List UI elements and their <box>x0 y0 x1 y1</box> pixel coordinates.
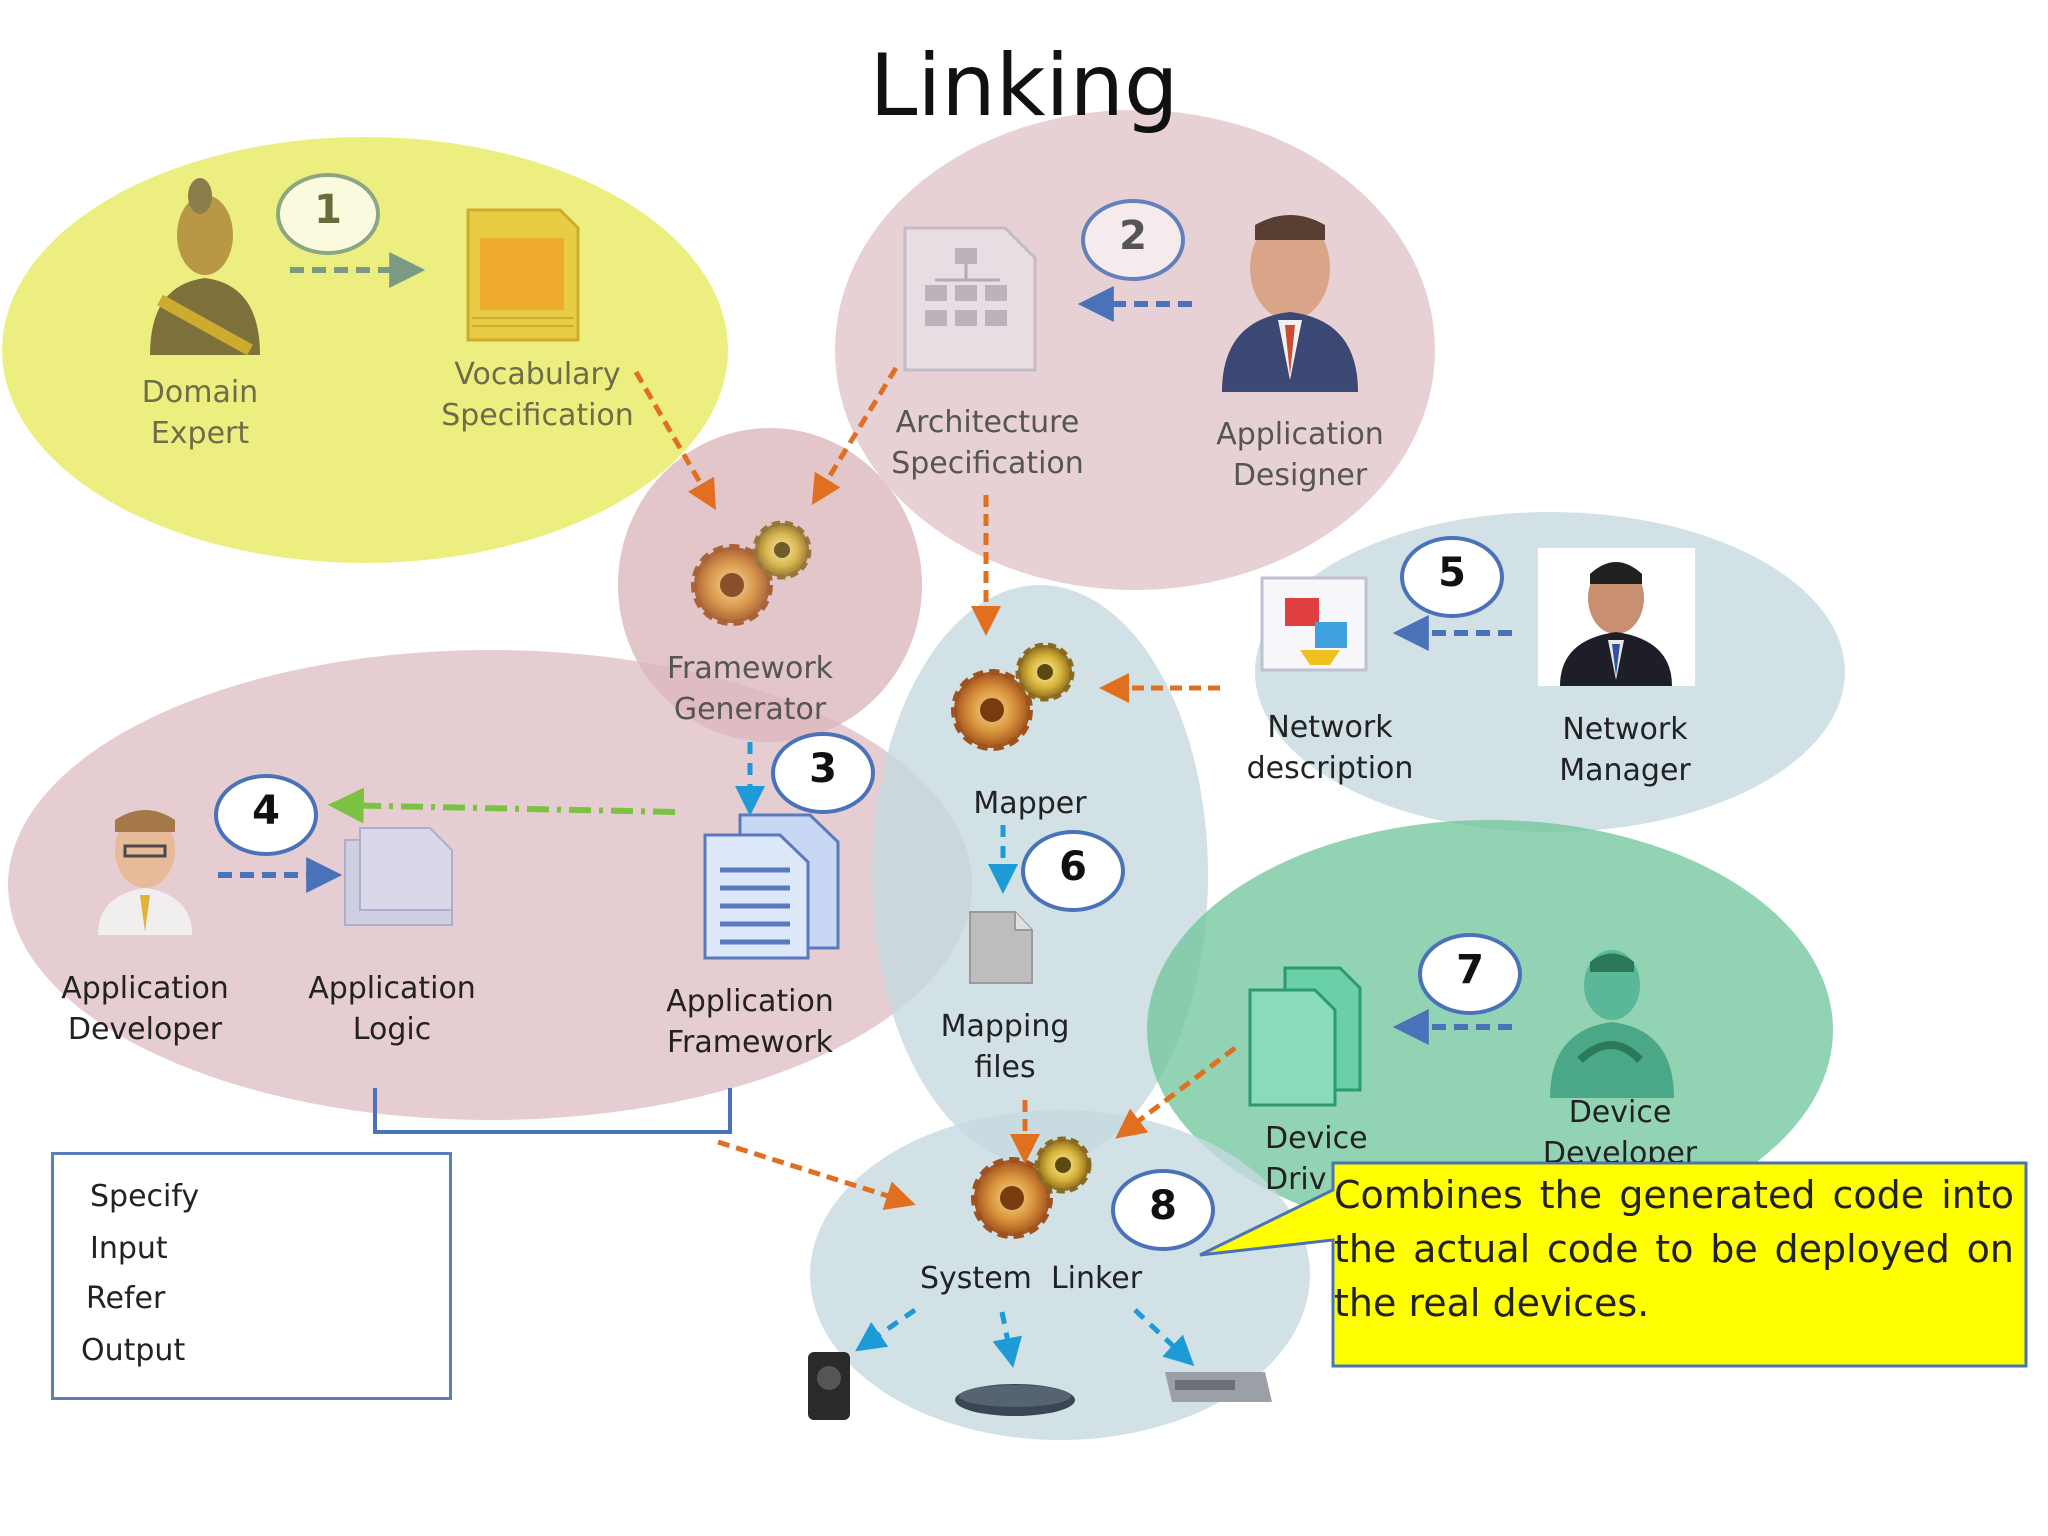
mapper-label: Mapper <box>973 786 1087 821</box>
step-circles <box>214 173 1522 1251</box>
step-2-number: 2 <box>1119 213 1147 259</box>
device-drivers-document-icon <box>1248 966 1362 1107</box>
phone-device-icon <box>955 1384 1075 1416</box>
legend-input-label: Input <box>90 1231 168 1266</box>
speaker-device-icon <box>808 1352 850 1420</box>
step-6-number: 6 <box>1059 844 1087 890</box>
legend-specify-label: Specify <box>90 1179 200 1214</box>
step-8-number: 8 <box>1149 1183 1177 1229</box>
step-3-number: 3 <box>809 746 837 792</box>
refer-arrow <box>327 787 676 824</box>
system-linker-label: System Linker <box>920 1261 1143 1296</box>
logic-framework-bracket <box>373 1088 732 1134</box>
application-logic-document-icon <box>344 827 453 926</box>
step-1-number: 1 <box>314 187 342 233</box>
device-developer-icon <box>1550 950 1674 1098</box>
step-5-number: 5 <box>1438 550 1466 596</box>
step-7-number: 7 <box>1456 947 1484 993</box>
domain-expert-icon <box>150 178 260 356</box>
legend: Specify Input Refer Output <box>51 1152 452 1400</box>
vocabulary-document-icon <box>466 208 580 342</box>
server-device-icon <box>1165 1372 1272 1402</box>
specify-arrows <box>218 286 1512 1045</box>
step-4-number: 4 <box>252 788 280 834</box>
legend-output-label: Output <box>81 1333 186 1368</box>
network-description-icon <box>1260 576 1368 672</box>
mapper-gear-icon <box>951 642 1075 751</box>
legend-refer-label: Refer <box>86 1281 166 1316</box>
callout-box <box>1199 1161 2028 1368</box>
output-arrows <box>735 742 1195 1368</box>
callout-text: Combines the generated code into the act… <box>1334 1173 2014 1325</box>
application-developer-region <box>8 650 972 1120</box>
application-designer-icon <box>1222 215 1358 392</box>
system-linker-gear-icon <box>971 1136 1092 1239</box>
input-arrows <box>633 366 1237 1211</box>
mapping-files-icon <box>969 911 1033 984</box>
architecture-document-icon <box>903 226 1037 372</box>
application-framework-document-icon <box>703 813 840 960</box>
page-title: Linking <box>869 36 1179 136</box>
network-manager-icon <box>1538 548 1695 686</box>
application-developer-icon <box>98 810 192 935</box>
framework-generator-gear-icon <box>691 520 812 626</box>
